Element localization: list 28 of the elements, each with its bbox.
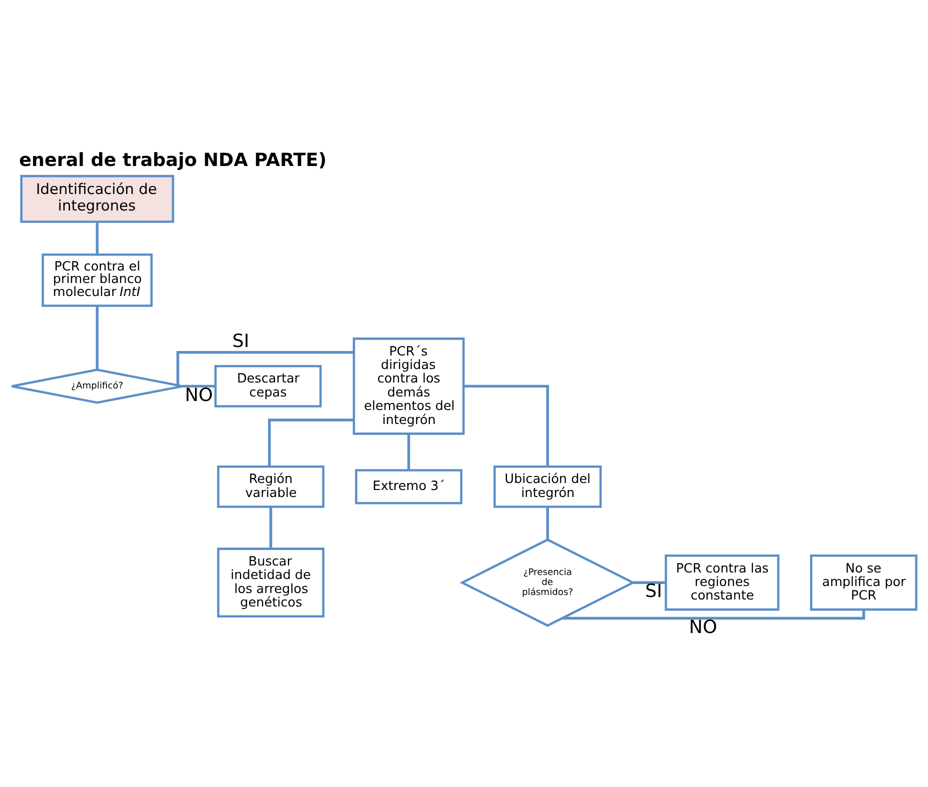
node-box: PCR contra las regiones constante [664, 554, 780, 611]
edge-label: SI [232, 330, 250, 352]
connector [546, 506, 549, 540]
node-diamond: ¿Amplificó? [10, 368, 184, 404]
node-diamond: ¿Presencia de plásmidos? [460, 538, 636, 627]
node-box: Descartar cepas [214, 364, 322, 408]
connector [96, 222, 99, 254]
connector [182, 384, 216, 388]
connector [176, 351, 354, 385]
node-box: Extremo 3´ [355, 469, 462, 504]
connector [633, 581, 666, 584]
node-box: Identificación de integrones [20, 174, 174, 223]
node-box: PCR´s dirigidas contra los demás elementos del integrón [352, 338, 465, 435]
edge-label: SI [645, 581, 662, 602]
diagram-title: eneral de trabajo NDA PARTE) [19, 150, 327, 172]
node-box: Buscar indetidad de los arreglos genéticos [217, 548, 324, 618]
connector [269, 506, 272, 549]
edge-label: NO [184, 384, 213, 406]
node-box: Ubicación del integrón [493, 465, 602, 508]
connector [407, 434, 410, 470]
edge-label: NO [689, 616, 718, 638]
connector [268, 418, 354, 466]
node-box: Región variable [217, 465, 324, 508]
connector [464, 384, 549, 466]
connector [562, 610, 866, 620]
connector [96, 306, 99, 370]
node-box: No se amplifica por PCR [810, 554, 918, 611]
node-box: PCR contra el primer blanco molecular IntI [42, 253, 153, 307]
